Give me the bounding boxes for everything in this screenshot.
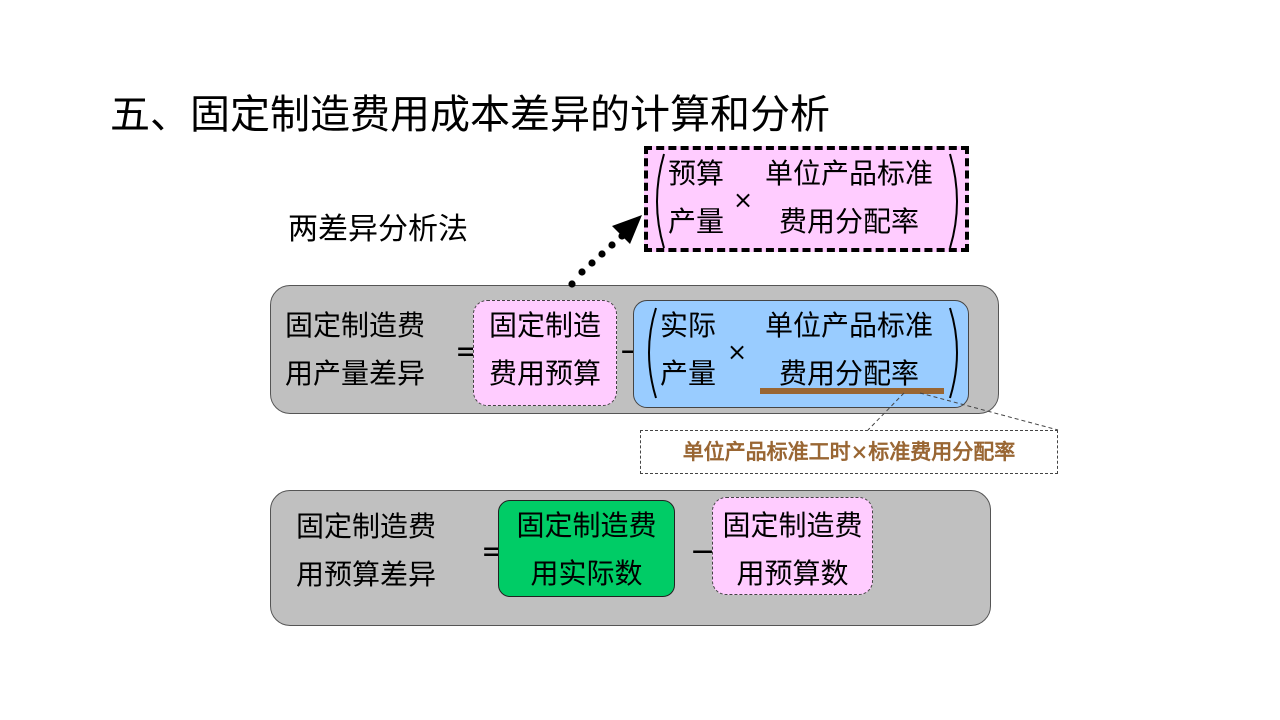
fixed-budget-amount-line1: 固定制造费 bbox=[722, 509, 863, 542]
actual-output-line1: 实际 bbox=[660, 309, 717, 342]
volume-variance-label-line1: 固定制造费 bbox=[285, 309, 426, 342]
rate-note: 单位产品标准工时×标准费用分配率 bbox=[640, 430, 1058, 474]
budget-formula-left-line2: 产量 bbox=[668, 205, 725, 238]
standard-rate-line1: 单位产品标准 bbox=[764, 309, 933, 342]
fixed-budget-amount-line2: 用预算数 bbox=[736, 557, 849, 590]
fixed-budget-line2: 费用预算 bbox=[488, 357, 601, 390]
volume-variance-label: 固定制造费 用产量差异 bbox=[285, 302, 425, 398]
arrow-head-icon bbox=[612, 215, 642, 244]
budget-formula-right-line1: 单位产品标准 bbox=[764, 157, 933, 190]
budget-formula-box bbox=[644, 146, 969, 252]
fixed-budget-amount-box bbox=[712, 497, 873, 595]
fixed-budget-text: 固定制造 费用预算 bbox=[473, 302, 617, 398]
budget-formula-left-line1: 预算 bbox=[668, 157, 725, 190]
fixed-budget-box bbox=[473, 300, 617, 406]
fixed-budget-line1: 固定制造 bbox=[488, 309, 601, 342]
fixed-actual-line2: 用实际数 bbox=[530, 557, 643, 590]
actual-output-line2: 产量 bbox=[660, 357, 717, 390]
note-connector-right bbox=[919, 392, 1059, 431]
budget-variance-label-line2: 用预算差异 bbox=[296, 558, 437, 591]
budget-left-paren bbox=[656, 153, 665, 249]
page-title: 五、固定制造费用成本差异的计算和分析 bbox=[110, 92, 830, 138]
budget-formula-times: × bbox=[733, 186, 754, 214]
budget-variance-minus: − bbox=[690, 534, 716, 569]
method-label: 两差异分析法 bbox=[288, 212, 468, 247]
fixed-actual-text: 固定制造费 用实际数 bbox=[498, 502, 675, 598]
actual-left-paren bbox=[648, 307, 657, 399]
standard-rate-text: 单位产品标准 费用分配率 bbox=[750, 302, 948, 398]
fixed-actual-box bbox=[498, 500, 675, 597]
budget-formula-left: 预算 产量 bbox=[668, 150, 724, 246]
volume-variance-times: × bbox=[727, 338, 748, 366]
budget-right-paren bbox=[949, 153, 958, 249]
volume-variance-label-line2: 用产量差异 bbox=[285, 357, 426, 390]
budget-formula-right: 单位产品标准 费用分配率 bbox=[752, 150, 946, 246]
actual-output-text: 实际 产量 bbox=[660, 302, 716, 398]
fixed-budget-amount-text: 固定制造费 用预算数 bbox=[712, 502, 873, 598]
rate-underline bbox=[760, 388, 944, 394]
dotted-arrow bbox=[568, 215, 642, 288]
budget-variance-label: 固定制造费 用预算差异 bbox=[296, 503, 436, 599]
budget-formula-right-line2: 费用分配率 bbox=[778, 205, 919, 238]
budget-variance-label-line1: 固定制造费 bbox=[296, 510, 437, 543]
actual-right-paren bbox=[949, 307, 958, 399]
note-connector-left bbox=[867, 392, 905, 431]
fixed-actual-line1: 固定制造费 bbox=[516, 509, 657, 542]
standard-rate-line2: 费用分配率 bbox=[778, 357, 919, 390]
